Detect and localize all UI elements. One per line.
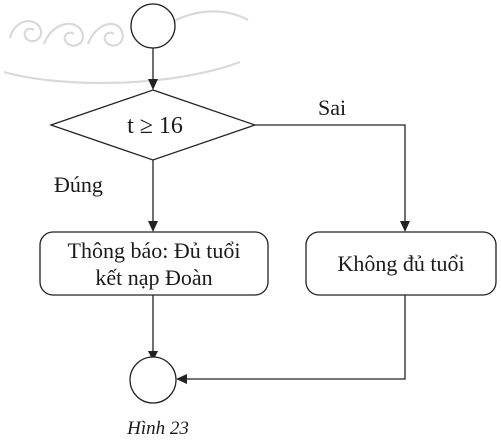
false-action-box xyxy=(305,231,497,296)
false-action-text: Không đủ tuổi xyxy=(337,251,464,276)
background-ornament xyxy=(3,10,249,85)
arrowhead xyxy=(148,351,158,361)
arrowhead xyxy=(400,221,410,232)
arrowhead xyxy=(148,79,158,90)
decision-condition: t ≥ 16 xyxy=(127,113,183,139)
true-branch-label: Đúng xyxy=(54,172,103,197)
connector-false-branch xyxy=(255,124,406,222)
true-action-line2: kết nạp Đoàn xyxy=(95,265,212,290)
true-action-line1: Thông báo: Đủ tuổi xyxy=(68,238,241,263)
arrowhead xyxy=(148,221,158,232)
connector-false-to-end xyxy=(186,295,406,380)
end-node xyxy=(129,356,177,404)
start-node xyxy=(130,3,176,49)
true-action-box xyxy=(39,231,269,296)
figure-caption: Hình 23 xyxy=(126,418,189,439)
false-branch-label: Sai xyxy=(318,95,346,120)
arrowhead xyxy=(176,374,187,384)
